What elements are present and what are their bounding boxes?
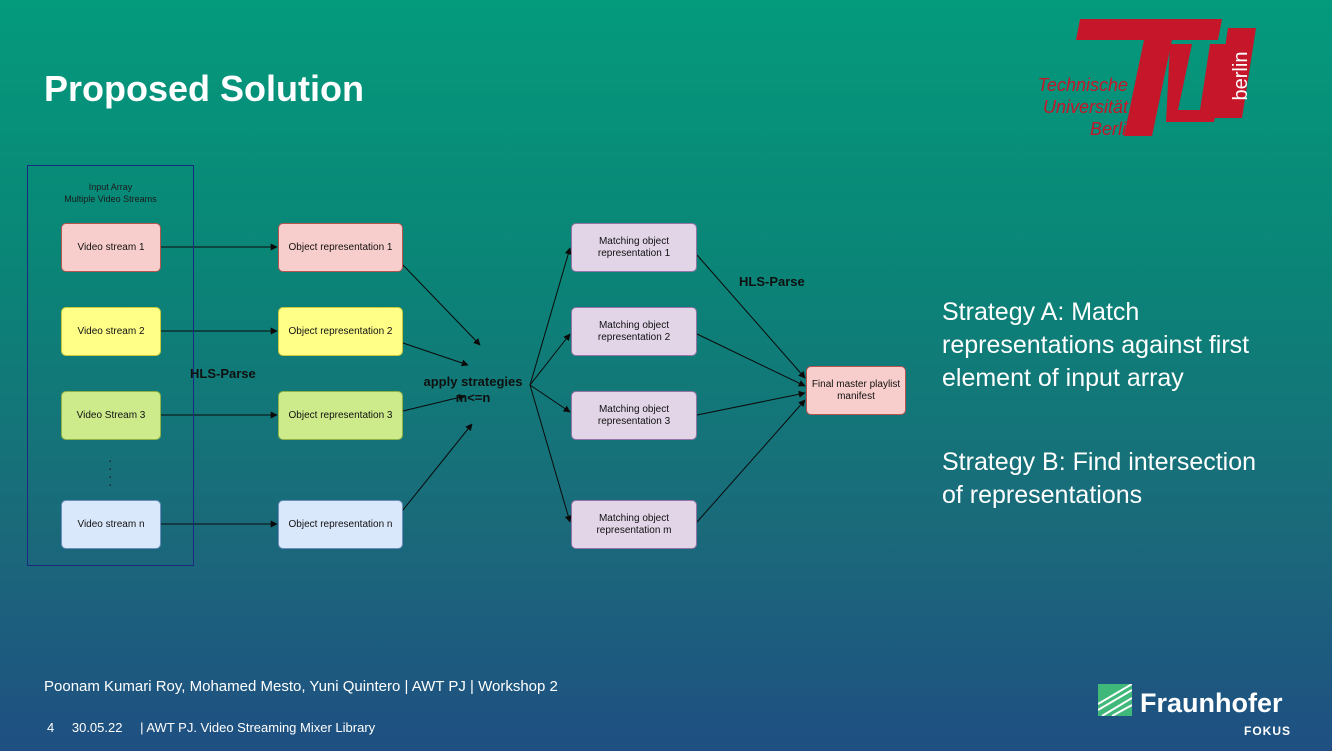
object-representation-3: Object representation 3 (278, 391, 403, 440)
strategy-b-text: Strategy B: Find intersection of represe… (942, 448, 1257, 509)
input-array-label: Input Array Multiple Video Streams (27, 181, 194, 205)
video-stream-n: Video stream n (61, 500, 161, 549)
ellipsis-dots: ···· (108, 452, 113, 492)
arrow-final-2 (696, 333, 806, 387)
logo-line-3: Berlin (1089, 119, 1136, 139)
logo-vertical-text: berlin (1230, 52, 1252, 101)
video-stream-2: Video stream 2 (61, 307, 161, 356)
hls-parse-right-label: HLS-Parse (739, 274, 805, 289)
arrow-match-m (529, 384, 572, 523)
arrow-object-3 (402, 394, 466, 412)
hls-parse-left-label: HLS-Parse (190, 366, 256, 381)
fraunhofer-sub: FOKUS (1244, 724, 1291, 738)
strategy-a-text: Strategy A: Match representations agains… (942, 298, 1250, 392)
arrow-match-3 (529, 384, 571, 413)
arrow-final-3 (696, 390, 806, 416)
arrow-object-2 (402, 342, 469, 367)
arrow-object-n (402, 423, 473, 511)
fraunhofer-logo-icon (1098, 684, 1132, 716)
arrow-final-1 (696, 254, 806, 379)
arrow-match-1 (529, 247, 572, 386)
apply-strategies-line-2: m<=n (455, 390, 491, 405)
object-representation-n: Object representation n (278, 500, 403, 549)
object-representation-1: Object representation 1 (278, 223, 403, 272)
input-array-box (27, 165, 194, 566)
logo-line-2: Universität (1042, 97, 1128, 117)
slide-title: Proposed Solution (44, 68, 364, 109)
fraunhofer-name: Fraunhofer (1140, 688, 1283, 718)
input-label-line-1: Input Array (88, 182, 133, 192)
arrow-match-2 (529, 333, 571, 386)
footer-date: 30.05.22 (71, 720, 123, 735)
footer-project: | AWT PJ. Video Streaming Mixer Library (140, 720, 376, 735)
video-stream-1: Video stream 1 (61, 223, 161, 272)
arrow-object-1 (402, 264, 481, 346)
logo-line-1: Technische (1037, 75, 1128, 95)
input-label-line-2: Multiple Video Streams (64, 194, 157, 204)
arrow-final-m (696, 399, 806, 523)
footer-info: 4 30.05.22 | AWT PJ. Video Streaming Mix… (47, 720, 375, 735)
footer-authors: Poonam Kumari Roy, Mohamed Mesto, Yuni Q… (44, 678, 558, 695)
tu-logo-mark-icon: berlin (1076, 19, 1256, 136)
video-stream-3: Video Stream 3 (61, 391, 161, 440)
page-number: 4 (47, 720, 55, 735)
object-representation-2: Object representation 2 (278, 307, 403, 356)
apply-strategies-label: apply strategies m<=n (414, 374, 532, 406)
apply-strategies-line-1: apply strategies (423, 374, 523, 389)
